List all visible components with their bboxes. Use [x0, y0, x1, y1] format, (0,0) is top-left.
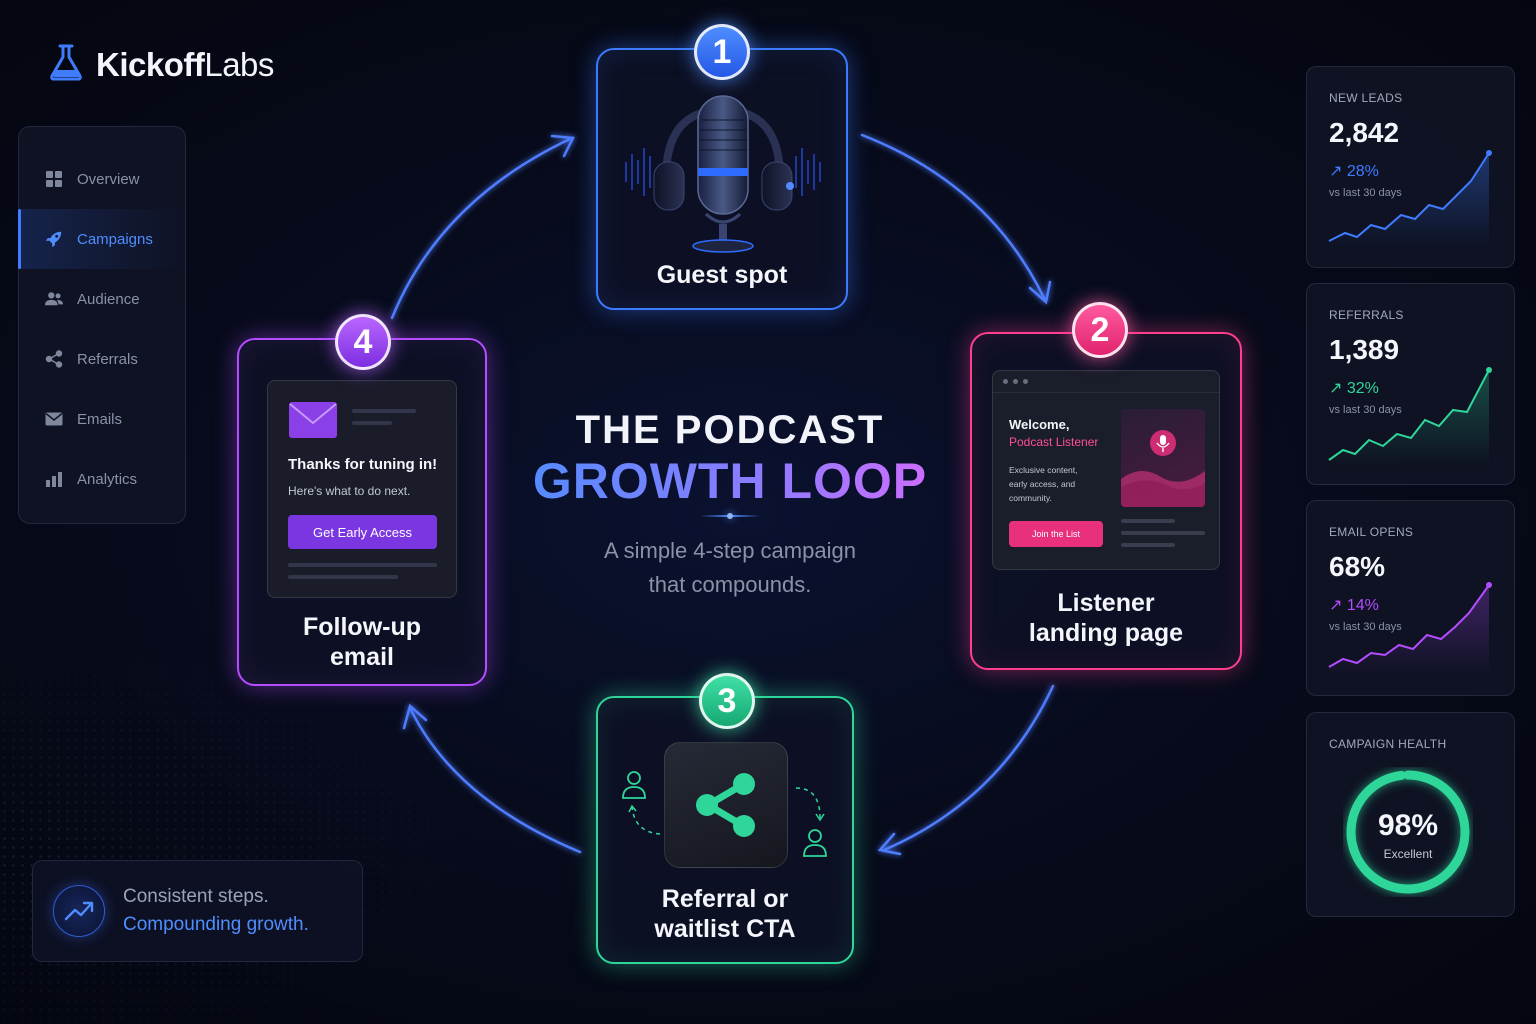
mail-icon [45, 410, 63, 428]
join-list-button[interactable]: Join the List [1009, 521, 1103, 547]
stat-period: vs last 30 days [1329, 187, 1402, 199]
landing-listener-text: Podcast Listener [1009, 435, 1099, 449]
step-4-badge: 4 [335, 314, 391, 370]
users-icon [45, 290, 63, 308]
sparkline-referrals [1328, 367, 1492, 466]
arrow-4-to-1 [390, 136, 574, 320]
page-title-line1: THE PODCAST [575, 408, 885, 452]
step-4-label: Follow-up email [302, 613, 422, 671]
step-1-label: Guest spot [656, 261, 788, 289]
sidebar-nav: Overview Campaigns Audience Referrals Em… [18, 126, 186, 524]
stat-label: CAMPAIGN HEALTH [1329, 737, 1447, 751]
sidebar-item-label: Campaigns [77, 230, 153, 248]
stat-value: 2,842 [1329, 117, 1400, 148]
stat-period: vs last 30 days [1329, 404, 1402, 416]
step-3-label: Referral or waitlist CTA [654, 885, 796, 943]
growth-tagline-card: Consistent steps. Compounding growth. [32, 860, 363, 962]
trend-up-icon [53, 885, 105, 937]
placeholder-lines [1121, 519, 1205, 555]
sidebar-item-label: Audience [77, 290, 140, 308]
sidebar-item-audience[interactable]: Audience [19, 269, 185, 329]
landing-welcome-text: Welcome, [1009, 417, 1070, 432]
landing-description: Exclusive content, early access, and com… [1009, 465, 1078, 503]
stat-period: vs last 30 days [1329, 621, 1402, 633]
tagline-line1: Consistent steps. [123, 886, 269, 907]
page-title-line2: GROWTH LOOP [500, 452, 960, 510]
sidebar-item-label: Overview [77, 170, 140, 188]
page-subtitle: A simple 4-step campaign that compounds. [604, 538, 856, 597]
brand-name: KickoffLabs [96, 45, 274, 83]
user-right-icon [795, 787, 827, 857]
step-2-label: Listener landing page [1028, 589, 1184, 647]
stat-change: ↗ 14% [1329, 597, 1379, 614]
arrow-2-to-3 [882, 684, 1055, 852]
stat-card-referrals[interactable]: REFERRALS 1,389 ↗ 32% vs last 30 days [1306, 283, 1515, 485]
health-status: Excellent [1383, 847, 1433, 861]
stat-value: 68% [1329, 551, 1386, 582]
stat-card-email-opens[interactable]: EMAIL OPENS 68% ↗ 14% vs last 30 days [1306, 500, 1515, 696]
rocket-icon [45, 230, 63, 248]
step-1-badge: 1 [694, 24, 750, 80]
landing-hero-image [1121, 409, 1205, 507]
sidebar-item-label: Referrals [77, 350, 138, 368]
sidebar-item-emails[interactable]: Emails [19, 389, 185, 449]
sparkline-new-leads [1328, 150, 1492, 249]
email-title: Thanks for tuning in! [288, 456, 438, 473]
step-3-badge: 3 [699, 673, 755, 729]
step-1-card[interactable]: Guest spot [596, 48, 848, 310]
health-center: 98% Excellent [1343, 809, 1473, 861]
share-icon [45, 350, 63, 368]
envelope-icon [289, 402, 337, 438]
flask-icon [44, 42, 88, 87]
title-divider [700, 513, 760, 519]
email-mockup: Thanks for tuning in! Here's what to do … [267, 380, 457, 598]
podcast-microphone-icon [625, 95, 821, 253]
email-subtitle: Here's what to do next. [288, 484, 411, 498]
arrow-1-to-2 [860, 133, 1047, 302]
grid-icon [45, 170, 63, 188]
stat-card-campaign-health[interactable]: CAMPAIGN HEALTH 98% Excellent [1306, 712, 1515, 917]
stat-label: REFERRALS [1329, 308, 1404, 322]
health-ring [1346, 770, 1470, 894]
share-icon [696, 773, 755, 837]
bar-chart-icon [45, 470, 63, 488]
sidebar-item-analytics[interactable]: Analytics [19, 449, 185, 509]
sidebar-item-referrals[interactable]: Referrals [19, 329, 185, 389]
sidebar-item-campaigns[interactable]: Campaigns [18, 209, 185, 269]
arrow-3-to-4 [408, 706, 582, 854]
get-early-access-button[interactable]: Get Early Access [288, 515, 437, 549]
sparkline-email-opens [1328, 582, 1492, 677]
brand-logo[interactable]: KickoffLabs [44, 42, 274, 87]
stat-change: ↗ 28% [1329, 163, 1379, 180]
stat-label: NEW LEADS [1329, 91, 1403, 105]
stat-change: ↗ 32% [1329, 380, 1379, 397]
step-2-badge: 2 [1072, 302, 1128, 358]
sidebar-item-label: Analytics [77, 470, 138, 488]
sidebar-item-label: Emails [77, 410, 123, 428]
browser-bar [993, 371, 1219, 393]
tagline-line2: Compounding growth. [123, 914, 309, 935]
share-tile [664, 742, 788, 868]
stat-value: 1,389 [1329, 334, 1400, 365]
user-left-icon [622, 771, 661, 835]
sidebar-item-overview[interactable]: Overview [19, 149, 185, 209]
stat-label: EMAIL OPENS [1329, 525, 1414, 539]
stat-card-new-leads[interactable]: NEW LEADS 2,842 ↗ 28% vs last 30 days [1306, 66, 1515, 268]
health-value: 98% [1377, 809, 1439, 842]
landing-page-mockup: Welcome, Podcast Listener Exclusive cont… [992, 370, 1220, 570]
